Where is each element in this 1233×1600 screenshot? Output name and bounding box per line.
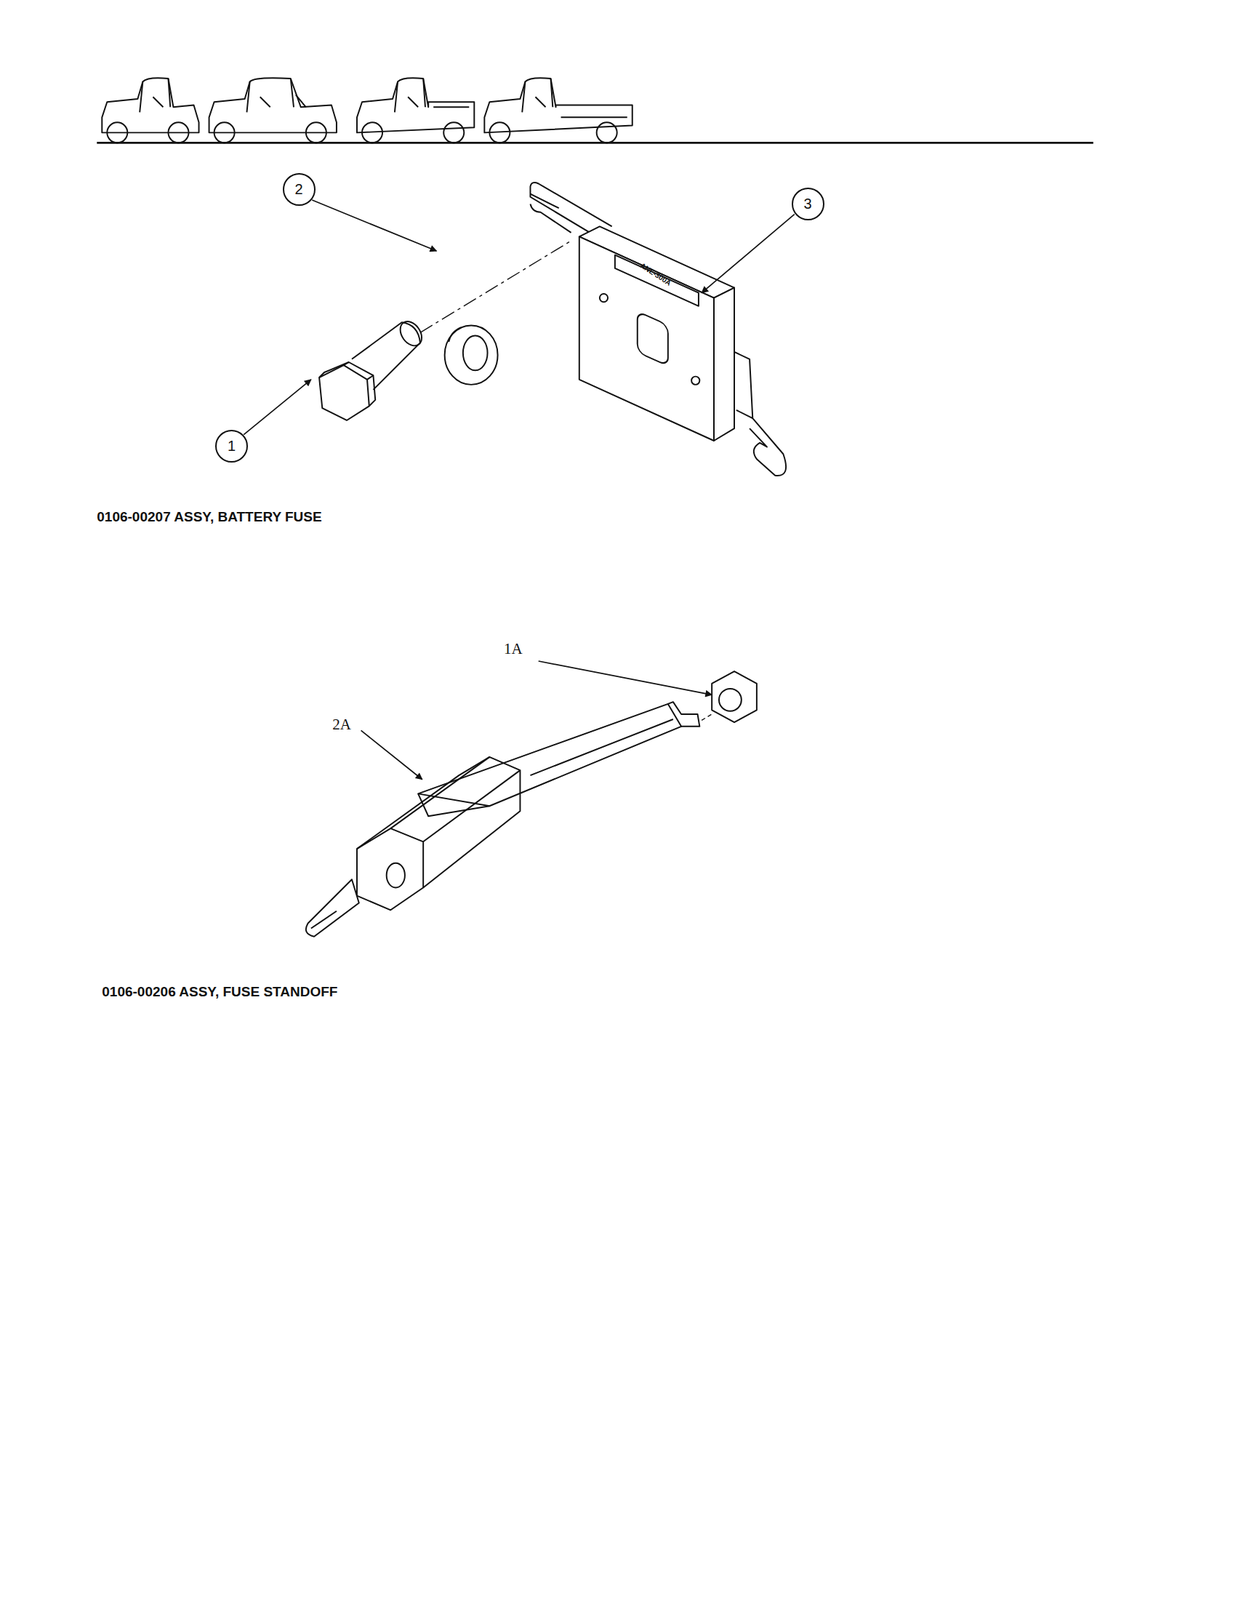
assembly-caption: 0106-00207 ASSY, BATTERY FUSE — [96, 509, 322, 525]
washer — [444, 324, 498, 384]
bolt — [319, 317, 427, 421]
center-line — [420, 240, 572, 333]
callout-number: 2A — [332, 716, 352, 733]
callout-circle: 2 — [282, 173, 316, 206]
callout-number: 1A — [503, 640, 523, 658]
assembly-caption: 0106-00206 ASSY, FUSE STANDOFF — [101, 984, 338, 1000]
callout-number: 3 — [803, 195, 812, 213]
vehicle-icons — [101, 77, 632, 143]
battery-fuse — [529, 182, 786, 476]
callout-circle: 3 — [791, 187, 825, 221]
leader-lines — [243, 199, 795, 780]
fuse-standoff — [306, 671, 757, 937]
callout-number: 1 — [227, 437, 236, 455]
header-rule — [96, 141, 1094, 144]
callout-number: 2 — [294, 181, 303, 198]
callout-circle: 1 — [215, 429, 248, 463]
